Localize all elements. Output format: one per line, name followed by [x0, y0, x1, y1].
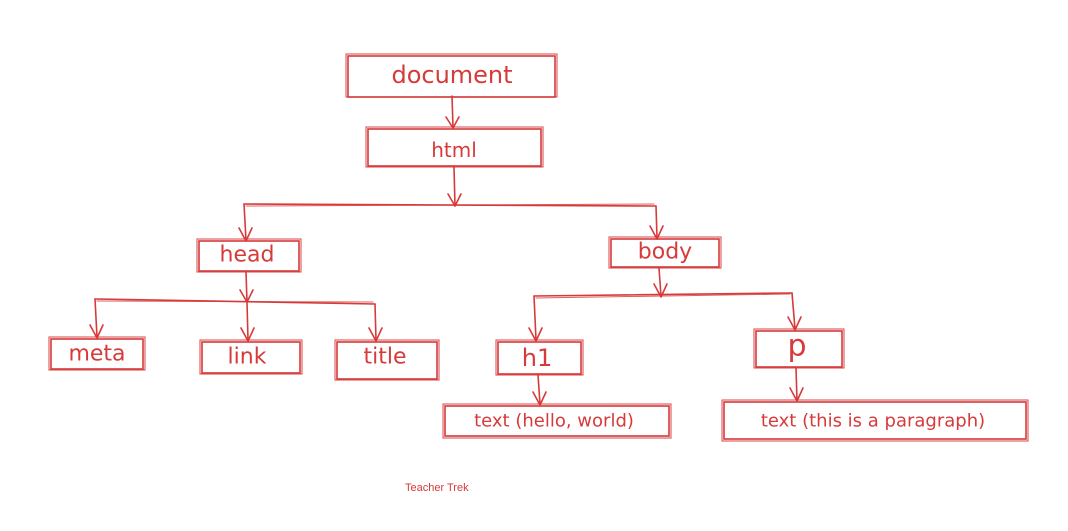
node-body-box-sketch	[608, 236, 722, 269]
edge-body-horizontal-sketch	[535, 293, 791, 299]
edge-document-html	[451, 95, 454, 128]
node-head-box	[198, 240, 300, 272]
edge-head-link	[246, 301, 249, 341]
node-p-box	[755, 330, 843, 368]
edge-body-p	[791, 292, 796, 330]
node-h1-box-sketch	[495, 339, 584, 376]
node-text-h1: text (hello, world)	[442, 403, 672, 439]
arrow-html-split	[447, 193, 462, 207]
edge-h1-text	[537, 374, 541, 405]
edge-body-horizontal	[533, 292, 793, 297]
edge-html-body	[655, 205, 658, 239]
node-text-p: text (this is a paragraph)	[721, 399, 1029, 442]
node-meta-box	[50, 338, 144, 370]
node-html-label: html	[431, 138, 477, 162]
arrow-meta	[89, 324, 104, 339]
node-text-h1-box	[444, 405, 670, 437]
node-title-box-sketch	[334, 339, 440, 381]
edge-body-down	[658, 267, 662, 297]
node-body-label: body	[638, 240, 692, 265]
arrow-h1	[528, 327, 543, 342]
edge-body-h1	[533, 295, 537, 341]
node-html: html	[365, 126, 544, 168]
node-p-box-sketch	[753, 328, 845, 369]
edges	[89, 95, 804, 406]
node-meta-label: meta	[68, 342, 125, 367]
node-link: link	[199, 339, 303, 375]
arrow-html	[445, 116, 460, 129]
node-text-p-box	[723, 401, 1027, 440]
node-document: document	[345, 53, 558, 98]
node-link-label: link	[228, 345, 267, 370]
edge-html-horizontal-sketch	[245, 203, 655, 207]
node-text-h1-box-sketch	[442, 403, 672, 439]
node-title: title	[334, 339, 440, 381]
node-link-box-sketch	[199, 339, 303, 375]
node-body-box	[610, 238, 720, 268]
node-p: p	[753, 328, 845, 369]
node-text-p-box-sketch	[721, 399, 1029, 442]
node-title-label: title	[363, 345, 406, 370]
node-document-label: document	[391, 61, 512, 89]
node-meta-box-sketch	[48, 336, 146, 371]
node-head: head	[196, 238, 302, 273]
node-h1-label: h1	[522, 344, 552, 372]
node-text-h1-label: text (hello, world)	[474, 411, 634, 432]
arrow-text-h1	[532, 391, 547, 406]
node-title-box	[336, 341, 438, 380]
edge-html-down	[453, 166, 456, 207]
node-meta: meta	[48, 336, 146, 371]
credit-label: Teacher Trek	[405, 482, 469, 494]
arrow-p	[787, 316, 802, 331]
node-body: body	[608, 236, 722, 269]
edge-head-meta	[94, 298, 98, 338]
edge-head-down	[245, 271, 248, 303]
node-h1-box	[497, 341, 582, 375]
node-html-box	[367, 128, 542, 167]
edge-head-horizontal-sketch	[96, 300, 374, 303]
node-text-p-label: text (this is a paragraph)	[761, 411, 985, 432]
node-head-label: head	[220, 243, 275, 268]
node-p-label: p	[787, 329, 806, 364]
arrow-body-split	[653, 283, 668, 298]
edge-p-text	[795, 367, 798, 401]
arrow-link	[240, 327, 255, 342]
arrow-title	[368, 327, 383, 342]
edge-head-title	[374, 303, 377, 341]
node-head-box-sketch	[196, 238, 302, 273]
edge-html-head	[243, 203, 247, 241]
node-h1: h1	[495, 339, 584, 376]
arrow-text-p	[789, 387, 804, 402]
node-html-box-sketch	[365, 126, 544, 168]
node-document-box-sketch	[345, 53, 558, 98]
node-link-box	[201, 341, 301, 374]
